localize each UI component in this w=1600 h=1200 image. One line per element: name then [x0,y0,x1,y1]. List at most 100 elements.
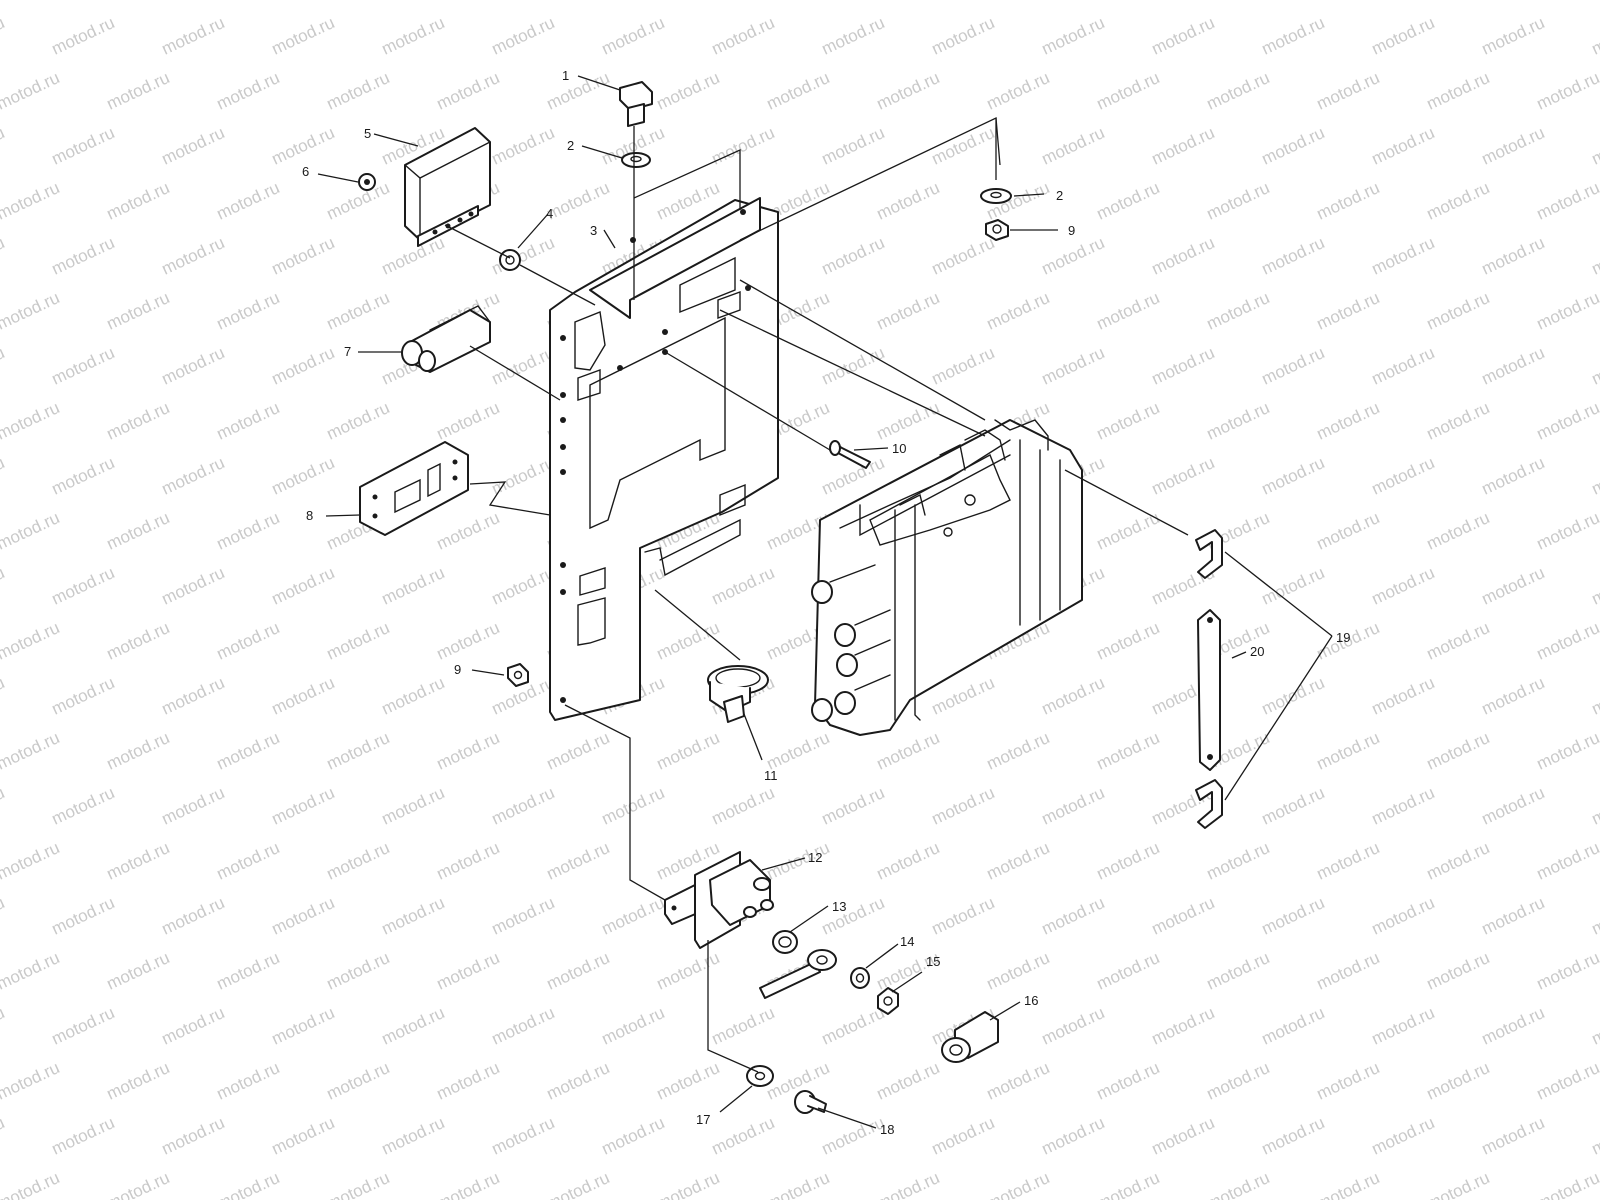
watermark-text: motod.ru [1589,453,1600,499]
watermark-text: motod.ru [1369,453,1438,499]
washer-2b [980,188,1012,204]
clip-19-top [1195,529,1223,579]
watermark-text: motod.ru [0,783,7,829]
callout-12: 12 [808,850,822,865]
watermark-text: motod.ru [0,288,62,334]
callout-3: 3 [590,223,597,238]
watermark-text: motod.ru [0,728,62,774]
watermark-text: motod.ru [1534,398,1600,444]
watermark-text: motod.ru [1259,453,1328,499]
watermark-text: motod.ru [1369,233,1438,279]
lock-washer-13 [772,930,798,954]
watermark-text: motod.ru [214,618,283,664]
watermark-text: motod.ru [929,233,998,279]
watermark-text: motod.ru [544,68,613,114]
watermark-text: motod.ru [1149,1113,1218,1159]
screw-18 [794,1090,827,1114]
watermark-text: motod.ru [819,783,888,829]
watermark-text: motod.ru [1094,68,1163,114]
callout-19: 19 [1336,630,1350,645]
watermark-text: motod.ru [544,1058,613,1104]
watermark-text: motod.ru [1589,123,1600,169]
watermark-text: motod.ru [489,13,558,59]
watermark-text: motod.ru [1369,123,1438,169]
watermark-text: motod.ru [0,893,7,939]
solenoid-12 [664,851,774,949]
callout-11: 11 [764,768,778,783]
watermark-text: motod.ru [874,1058,943,1104]
watermark-text: motod.ru [1039,783,1108,829]
watermark-text: motod.ru [49,893,118,939]
watermark-text: motod.ru [1314,1168,1383,1200]
watermark-text: motod.ru [1534,1058,1600,1104]
watermark-text: motod.ru [1479,123,1548,169]
watermark-text: motod.ru [1369,673,1438,719]
watermark-text: motod.ru [929,783,998,829]
nut-9 [507,663,529,687]
watermark-text: motod.ru [984,1058,1053,1104]
watermark-text: motod.ru [1589,343,1600,389]
watermark-text: motod.ru [0,838,62,884]
watermark-text: motod.ru [929,1113,998,1159]
pin-10 [829,440,871,469]
callout-2: 2 [567,138,574,153]
watermark-text: motod.ru [214,1168,283,1200]
watermark-text: motod.ru [874,0,943,4]
watermark-text: motod.ru [1204,838,1273,884]
watermark-text: motod.ru [324,728,393,774]
watermark-text: motod.ru [269,123,338,169]
watermark-text: motod.ru [1424,178,1493,224]
watermark-text: motod.ru [1094,0,1163,4]
watermark-text: motod.ru [0,1058,62,1104]
watermark-text: motod.ru [0,343,7,389]
watermark-text: motod.ru [984,0,1053,4]
watermark-text: motod.ru [1424,618,1493,664]
watermark-text: motod.ru [324,288,393,334]
washer-14 [850,967,870,989]
watermark-text: motod.ru [1369,893,1438,939]
watermark-text: motod.ru [764,68,833,114]
watermark-text: motod.ru [1259,1113,1328,1159]
watermark-text: motod.ru [819,1003,888,1049]
watermark-text: motod.ru [654,728,723,774]
watermark-text: motod.ru [49,673,118,719]
watermark-text: motod.ru [819,233,888,279]
watermark-text: motod.ru [1039,1113,1108,1159]
watermark-text: motod.ru [324,1058,393,1104]
watermark-text: motod.ru [599,1003,668,1049]
watermark-text: motod.ru [1369,13,1438,59]
watermark-text: motod.ru [1589,13,1600,59]
watermark-text: motod.ru [104,68,173,114]
watermark-text: motod.ru [1094,618,1163,664]
watermark-text: motod.ru [434,838,503,884]
nut-15 [877,987,899,1015]
watermark-text: motod.ru [269,343,338,389]
watermark-text: motod.ru [0,68,62,114]
watermark-text: motod.ru [1259,1003,1328,1049]
watermark-text: motod.ru [159,343,228,389]
watermark-text: motod.ru [1534,0,1600,4]
watermark-text: motod.ru [1369,563,1438,609]
watermark-text: motod.ru [214,948,283,994]
watermark-text: motod.ru [874,728,943,774]
watermark-text: motod.ru [324,68,393,114]
watermark-text: motod.ru [324,948,393,994]
watermark-text: motod.ru [0,178,62,224]
watermark-text: motod.ru [159,1113,228,1159]
watermark-text: motod.ru [104,1168,173,1200]
watermark-text: motod.ru [819,893,888,939]
watermark-text: motod.ru [1534,618,1600,664]
watermark-text: motod.ru [49,453,118,499]
watermark-text: motod.ru [0,453,7,499]
watermark-text: motod.ru [104,1058,173,1104]
watermark-text: motod.ru [1259,783,1328,829]
electrical-box-assembly [811,419,1083,736]
watermark-text: motod.ru [1039,1003,1108,1049]
watermark-text: motod.ru [159,563,228,609]
watermark-text: motod.ru [104,508,173,554]
watermark-text: motod.ru [489,783,558,829]
spacer-4 [499,249,521,271]
watermark-text: motod.ru [0,563,7,609]
watermark-text: motod.ru [104,838,173,884]
watermark-text: motod.ru [1589,563,1600,609]
